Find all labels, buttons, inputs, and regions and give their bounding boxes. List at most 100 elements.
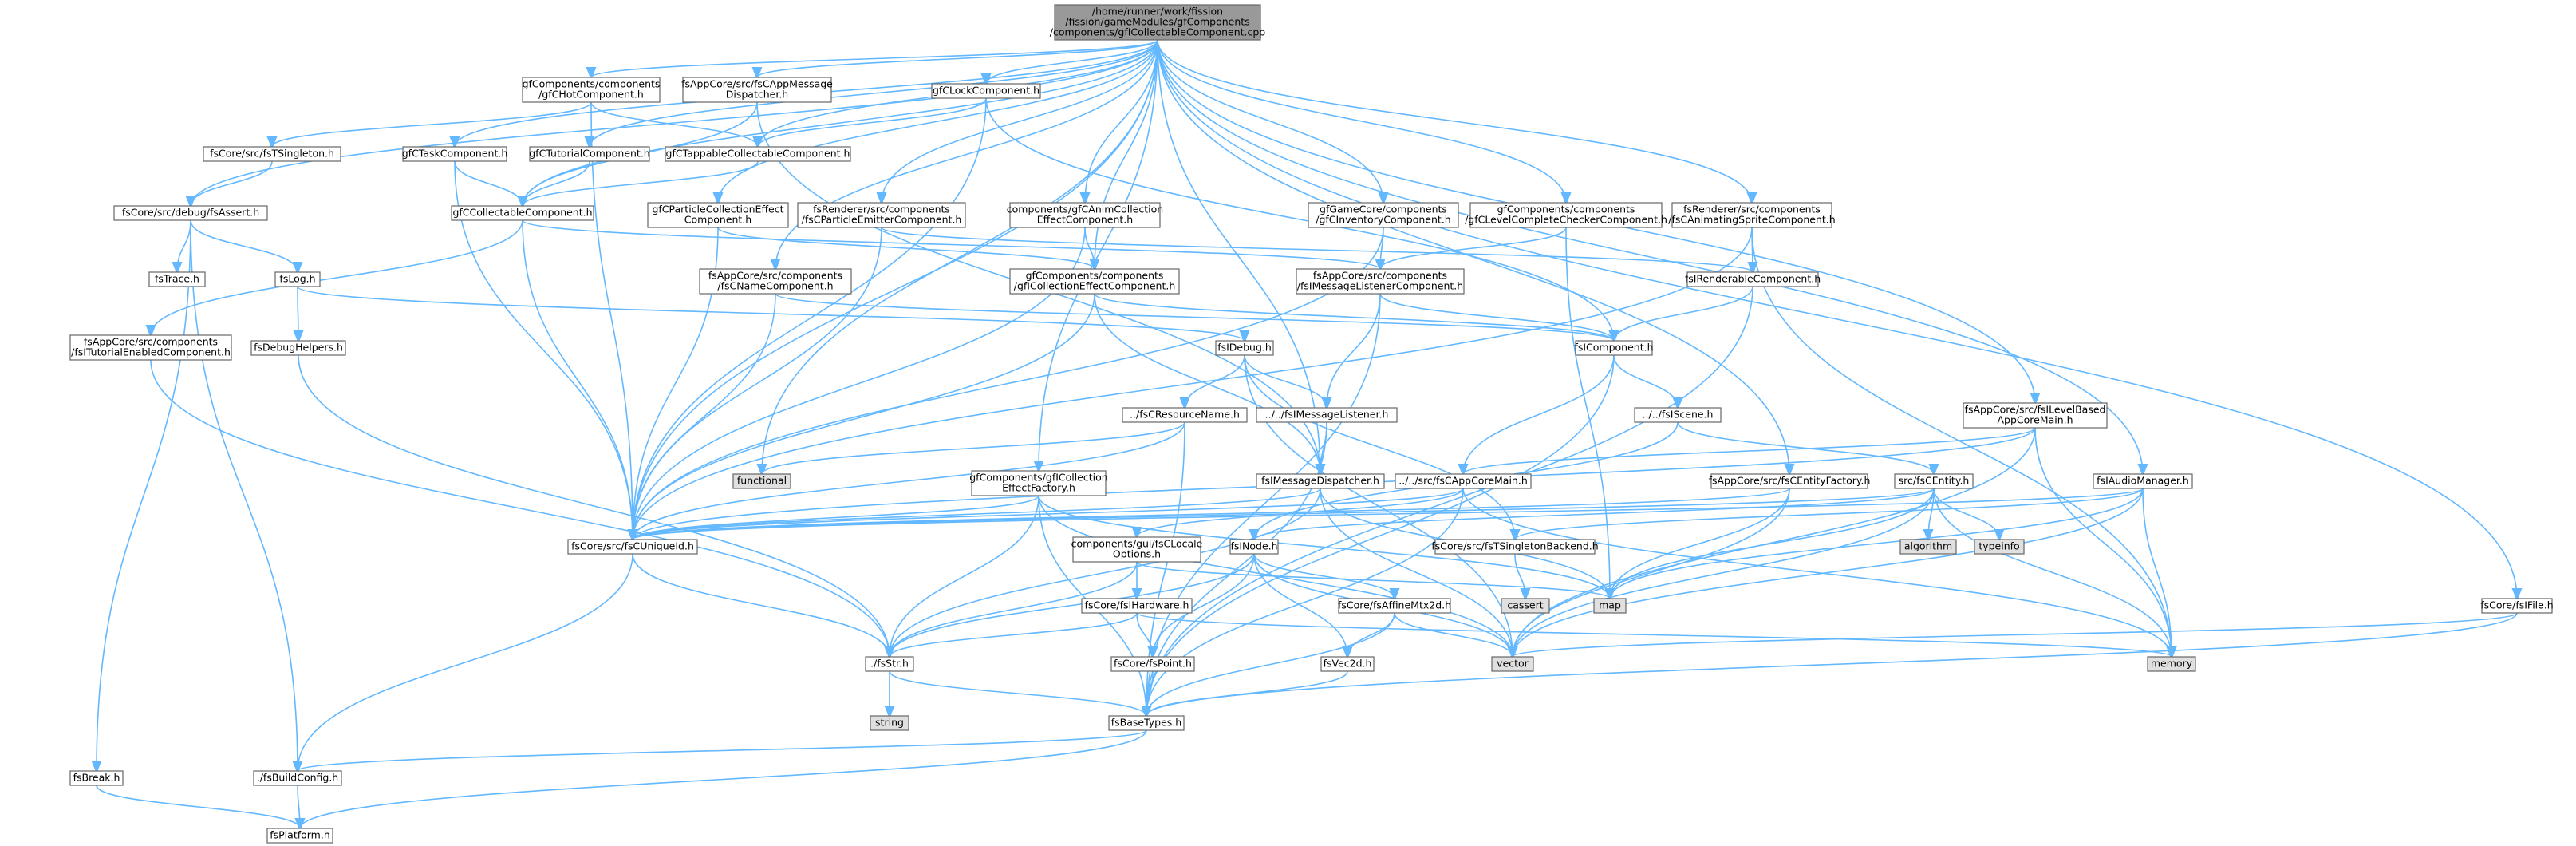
node-fsmsgdispatcher[interactable]: fsIMessageDispatcher.h	[1256, 473, 1385, 489]
edge-gfcolleffectfactory-to-fsstr	[890, 495, 1039, 657]
node-label: fsLog.h	[279, 273, 315, 285]
edge-gfclock-to-fsuniqueid	[633, 97, 987, 540]
node-gfcolleffect[interactable]: gfComponents/components/gfICollectionEff…	[1009, 268, 1180, 295]
node-fsbuildconfig[interactable]: ./fsBuildConfig.h	[253, 770, 342, 786]
node-fsname[interactable]: fsAppCore/src/components/fsCNameComponen…	[699, 268, 852, 295]
node-box	[1122, 407, 1248, 423]
node-box	[797, 202, 966, 228]
node-gfccollectable[interactable]: gfCCollectableComponent.h	[451, 205, 594, 221]
edge-gfclock-to-gfctappable	[758, 97, 987, 147]
node-fsassert[interactable]: fsCore/src/debug/fsAssert.h	[113, 205, 268, 221]
edge-fsihardware-to-fsstr	[890, 612, 1138, 657]
node-fscentity[interactable]: src/fsCEntity.h	[1894, 473, 1974, 489]
edge-root-to-gfctutorial	[590, 39, 1158, 147]
node-label: EffectComponent.h	[1037, 214, 1133, 226]
node-label: string	[875, 717, 904, 729]
node-fsplatform[interactable]: fsPlatform.h	[266, 828, 333, 844]
node-label: fsBreak.h	[73, 772, 120, 784]
node-fsresname[interactable]: ../fsCResourceName.h	[1122, 407, 1248, 423]
node-fsirenderable[interactable]: fsIRenderableComponent.h	[1685, 271, 1821, 287]
node-box	[865, 656, 914, 672]
edge-fsinode-to-fsaffine	[1253, 553, 1395, 599]
node-fsaffine[interactable]: fsCore/fsAffineMtx2d.h	[1338, 598, 1451, 614]
edge-fstutorialenabled-to-fsstr	[150, 359, 890, 657]
node-label: /gfCHotComponent.h	[538, 89, 644, 101]
node-gfclock[interactable]: gfCLockComponent.h	[931, 83, 1041, 99]
node-label: map	[1599, 599, 1621, 611]
node-fstutorialenabled[interactable]: fsAppCore/src/components/fsITutorialEnab…	[69, 334, 232, 361]
node-label: fsAppCore/src/components	[84, 336, 218, 348]
node-singletonbackend[interactable]: fsCore/src/fsTSingletonBackend.h	[1431, 539, 1599, 555]
edge-fsaffine-to-fsbasetypes	[1146, 612, 1395, 716]
node-fscorefile[interactable]: fsCore/fsIFile.h	[2480, 598, 2554, 614]
edge-fsaffine-to-vector	[1394, 612, 1513, 657]
node-box	[665, 146, 851, 162]
node-gfchot[interactable]: gfComponents/components/gfCHotComponent.…	[522, 77, 661, 103]
node-fscappcoremain[interactable]: ../../src/fsCAppCoreMain.h	[1395, 473, 1532, 489]
node-fsbreak[interactable]: fsBreak.h	[69, 770, 124, 786]
node-box	[529, 146, 650, 162]
edge-root-to-gfcolleffect	[1095, 39, 1158, 269]
node-fsmsglistenerh[interactable]: ../../fsIMessageListener.h	[1256, 407, 1398, 423]
node-fspoint[interactable]: fsCore/fsPoint.h	[1110, 656, 1195, 672]
node-fsuniqueid[interactable]: fsCore/src/fsCUniqueId.h	[567, 539, 698, 555]
node-gfctask[interactable]: gfCTaskComponent.h	[402, 146, 508, 162]
node-fscentityfactory[interactable]: fsAppCore/src/fsCEntityFactory.h	[1709, 473, 1871, 489]
node-fsbasetypes[interactable]: fsBaseTypes.h	[1108, 715, 1185, 731]
edge-fsinode-to-fspoint	[1153, 553, 1255, 657]
node-label: /fission/gameModules/gfComponents	[1065, 16, 1249, 28]
node-box	[931, 83, 1041, 99]
node-fsiscene[interactable]: ../../fsIScene.h	[1634, 407, 1722, 423]
node-label: Options.h	[1113, 548, 1161, 560]
node-fsranim[interactable]: fsRenderer/src/components/fsCAnimatingSp…	[1668, 202, 1836, 228]
edge-fsuniqueid-to-fsstr	[632, 553, 890, 657]
node-fslog[interactable]: fsLog.h	[274, 271, 321, 287]
node-fsdebughelpers[interactable]: fsDebugHelpers.h	[250, 340, 346, 356]
node-label: fsTrace.h	[155, 273, 199, 285]
edge-root-to-fscorefile	[1157, 39, 2517, 599]
edge-fsstr-to-fsbasetypes	[889, 670, 1146, 716]
node-label: fsCore/fsIHardware.h	[1085, 599, 1189, 611]
node-fsdebug[interactable]: fsIDebug.h	[1215, 340, 1274, 356]
edge-fsvec2d-to-fsbasetypes	[1146, 670, 1348, 716]
node-label: ../../fsIScene.h	[1643, 409, 1714, 421]
node-fsiaudio[interactable]: fsIAudioManager.h	[2093, 473, 2193, 489]
node-fsstr[interactable]: ./fsStr.h	[865, 656, 914, 672]
node-gfinventory[interactable]: gfGameCore/components/gfCInventoryCompon…	[1308, 202, 1459, 228]
node-cassert: cassert	[1501, 598, 1550, 614]
edge-fsinode-to-fsvec2d	[1253, 553, 1347, 657]
node-gfctappable[interactable]: gfCTappableCollectableComponent.h	[665, 146, 851, 162]
edge-fscentity-to-fsinode	[1254, 488, 1935, 540]
node-fsicomponent[interactable]: fsIComponent.h	[1574, 340, 1654, 356]
node-fsvec2d[interactable]: fsVec2d.h	[1320, 656, 1375, 672]
node-fsrparticle[interactable]: fsRenderer/src/components/fsCParticleEmi…	[797, 202, 966, 228]
node-fstsingleton[interactable]: fsCore/src/fsTSingleton.h	[203, 146, 341, 162]
node-fsmsglistener[interactable]: fsAppCore/src/components/fsIMessageListe…	[1296, 268, 1465, 295]
node-box	[1671, 202, 1832, 228]
node-fsihardware[interactable]: fsCore/fsIHardware.h	[1081, 598, 1193, 614]
node-fstrace[interactable]: fsTrace.h	[148, 271, 206, 287]
node-gfcanim[interactable]: components/gfCAnimCollectionEffectCompon…	[1007, 202, 1163, 228]
node-box	[1308, 202, 1459, 228]
node-label: ./fsBuildConfig.h	[257, 772, 338, 784]
node-box	[682, 77, 832, 103]
node-label: /gfCLevelCompleteCheckerComponent.h	[1465, 214, 1667, 226]
node-gflevel[interactable]: gfComponents/components/gfCLevelComplete…	[1465, 202, 1667, 228]
node-root[interactable]: /home/runner/work/fission/fission/gameMo…	[1050, 4, 1266, 41]
edge-fsmsgdispatcher-to-fsstr	[890, 488, 1321, 657]
node-label: vector	[1497, 658, 1529, 670]
edge-fsbasetypes-to-fsplatform	[300, 729, 1147, 828]
node-label: fsAppCore/src/fsILevelBased	[1965, 404, 2106, 416]
node-box	[1686, 271, 1819, 287]
node-gfcolleffectfactory[interactable]: gfComponents/gfICollectionEffectFactory.…	[969, 470, 1108, 496]
edge-gfcolleffect-to-fsmsgdispatcher	[1094, 293, 1320, 474]
node-fsinode[interactable]: fsINode.h	[1229, 539, 1279, 555]
node-gfctutorial[interactable]: gfCTutorialComponent.h	[529, 146, 650, 162]
edge-fsranim-to-memory	[1751, 227, 2172, 657]
edge-root-to-gfcparticle	[718, 39, 1158, 203]
node-box	[148, 271, 206, 287]
